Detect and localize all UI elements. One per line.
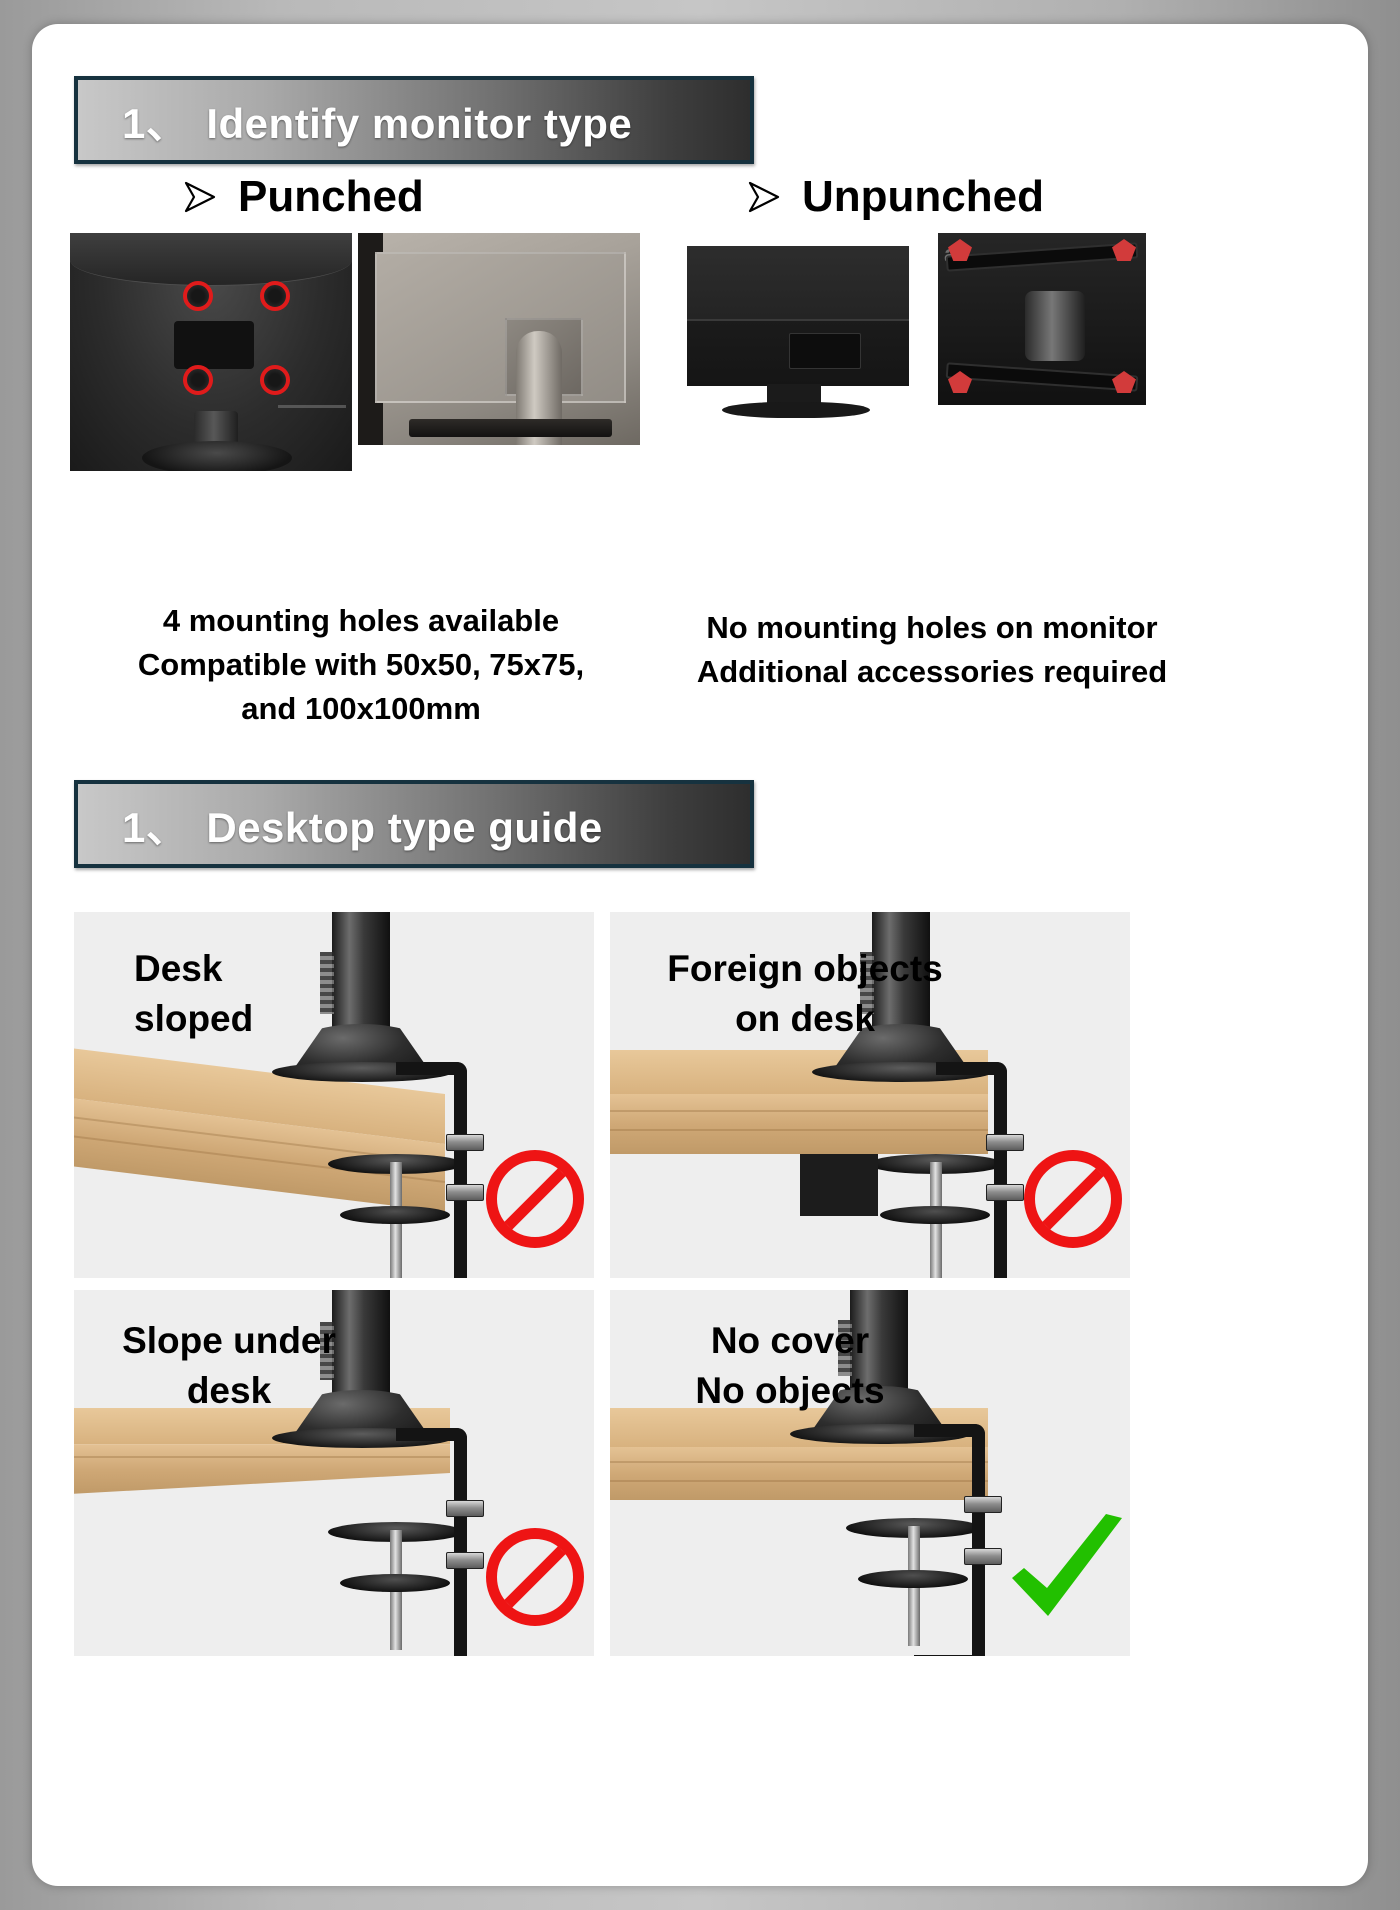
- clamp-screw-lower: [446, 1184, 484, 1201]
- photo-gray-monitor-back-with-stand: [358, 233, 640, 445]
- desk-edge-underside-slope: [74, 1444, 450, 1494]
- adapter-clip-bottom-right: [1112, 371, 1136, 393]
- desk-edge: [610, 1446, 988, 1500]
- pole-ridge: [860, 952, 874, 1014]
- wood-grain-line: [610, 1129, 988, 1132]
- wood-grain-line: [610, 1110, 988, 1113]
- caption-punched: 4 mounting holes available Compatible wi…: [137, 603, 585, 727]
- panel-slope-under-desk: Slope under desk: [74, 1290, 594, 1656]
- check-icon: [1012, 1514, 1122, 1616]
- clamp-thumb-knob: [340, 1574, 450, 1592]
- clamp-screw-upper: [446, 1500, 484, 1517]
- mount-pole: [332, 912, 390, 1032]
- prohibited-icon: [486, 1150, 584, 1248]
- black-monitor-stand-base: [722, 402, 870, 418]
- panel-foreign-objects-on-desk: Foreign objects on desk: [610, 912, 1130, 1278]
- clamp-thumb-knob: [880, 1206, 990, 1224]
- pole-ridge: [320, 952, 334, 1014]
- clamp-thumb-knob: [340, 1206, 450, 1224]
- column-heading-unpunched: Unpunched: [744, 172, 1044, 222]
- gray-monitor-stand-foot: [408, 418, 612, 437]
- heading-label-punched: Punched: [238, 172, 424, 221]
- photo-black-monitor-back: [687, 246, 909, 386]
- panel-label-foreign-objects: Foreign objects on desk: [667, 948, 943, 1039]
- vesa-hole-top-right: [260, 281, 290, 311]
- arrow-bullet-icon: [748, 181, 780, 213]
- pole-ridge: [320, 1322, 334, 1380]
- banner-text-identify-monitor-type: 1、 Identify monitor type: [78, 90, 632, 151]
- foreign-object-block: [800, 1154, 878, 1216]
- banner-number: 1、: [122, 803, 189, 851]
- prohibited-icon: [486, 1528, 584, 1626]
- black-monitor-stand-neck: [767, 384, 821, 406]
- black-monitor-port-block: [789, 332, 862, 369]
- vesa-hole-bottom-right: [260, 365, 290, 395]
- panel-label-slope-under-desk: Slope under desk: [122, 1320, 336, 1411]
- panel-desk-sloped: Desk sloped: [74, 912, 594, 1278]
- clamp-screw-lower: [446, 1552, 484, 1569]
- panel-label-no-cover-no-objects: No cover No objects: [695, 1320, 885, 1411]
- adapter-center-hub: [1025, 291, 1086, 362]
- section-banner-identify-monitor-type: 1、 Identify monitor type: [74, 76, 754, 164]
- vesa-hole-bottom-left: [183, 365, 213, 395]
- pole-ridge: [838, 1320, 852, 1376]
- panel-no-cover-no-objects: No cover No objects: [610, 1290, 1130, 1656]
- desk-clamp-bracket: [936, 1062, 1007, 1278]
- clamp-screw-upper: [964, 1496, 1002, 1513]
- banner-title: Identify monitor type: [206, 99, 633, 147]
- prohibited-icon: [1024, 1150, 1122, 1248]
- banner-title: Desktop type guide: [206, 803, 603, 851]
- clamp-screw-lower: [986, 1184, 1024, 1201]
- vesa-hole-top-left: [183, 281, 213, 311]
- clamp-screw-upper: [446, 1134, 484, 1151]
- adapter-clip-top-right: [1112, 239, 1136, 261]
- wood-grain-line: [610, 1479, 988, 1482]
- photo-acer-monitor-with-vesa-adapter: ac: [938, 233, 1146, 405]
- mount-pole: [332, 1290, 390, 1398]
- section-banner-desktop-type-guide: 1、 Desktop type guide: [74, 780, 754, 868]
- banner-text-desktop-type-guide: 1、 Desktop type guide: [78, 794, 603, 855]
- photo-monitor-back-with-vesa-holes: [70, 233, 352, 471]
- mount-pole: [850, 1290, 908, 1394]
- vesa-plate: [174, 321, 254, 369]
- desk-clamp-bracket: [396, 1062, 467, 1278]
- adapter-clip-bottom-left: [948, 371, 972, 393]
- heading-label-unpunched: Unpunched: [802, 172, 1044, 221]
- monitor-port-line: [278, 405, 346, 408]
- clamp-screw-lower: [964, 1548, 1002, 1565]
- adapter-clip-top-left: [948, 239, 972, 261]
- clamp-screw-upper: [986, 1134, 1024, 1151]
- desk-board-flat: [610, 1050, 988, 1154]
- banner-number: 1、: [122, 99, 189, 147]
- column-heading-punched: Punched: [180, 172, 424, 222]
- arrow-bullet-icon: [184, 181, 216, 213]
- caption-unpunched: No mounting holes on monitor Additional …: [696, 610, 1168, 690]
- wood-grain-line: [610, 1461, 988, 1464]
- desk-clamp-bracket: [914, 1424, 985, 1656]
- gray-monitor-panel: [374, 252, 626, 403]
- instruction-page: 1、 Identify monitor type Punched Unpunche…: [32, 24, 1368, 1886]
- monitor-stand-base: [142, 441, 292, 471]
- monitor-top-curve: [70, 233, 352, 287]
- desk-edge: [610, 1093, 988, 1154]
- black-monitor-seam: [687, 318, 909, 321]
- clamp-thumb-knob: [858, 1570, 968, 1588]
- wood-grain-line: [74, 1456, 450, 1459]
- panel-label-desk-sloped: Desk sloped: [134, 948, 254, 1039]
- mount-pole: [872, 912, 930, 1032]
- desk-clamp-bracket: [396, 1428, 467, 1656]
